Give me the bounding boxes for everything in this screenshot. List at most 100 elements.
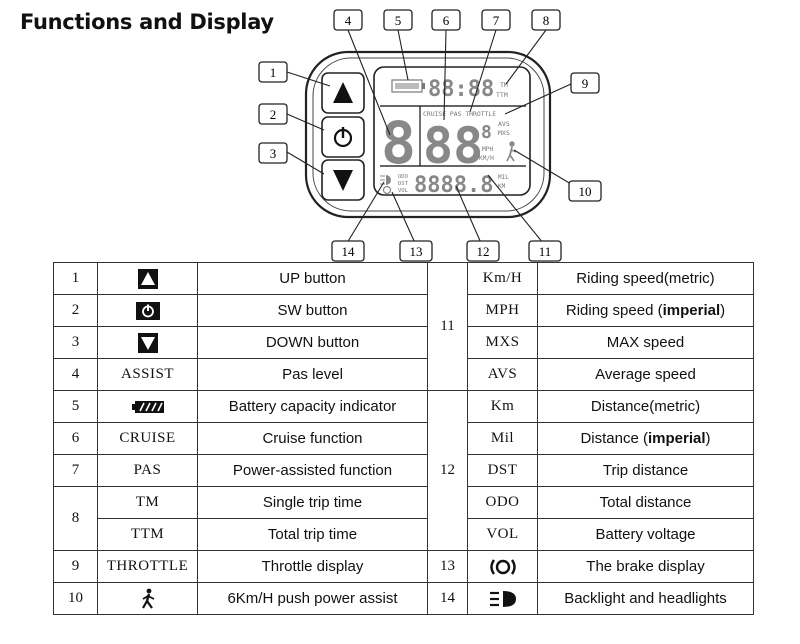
- left-code: ASSIST: [97, 358, 198, 391]
- callout-5: 5: [383, 9, 413, 31]
- battery-icon: [131, 400, 164, 413]
- lcd-mph: MPH: [482, 146, 493, 153]
- left-icon-cell: [97, 262, 198, 295]
- callout-13-label: 13: [410, 244, 423, 259]
- callout-9-label: 9: [582, 76, 589, 91]
- callout-8-label: 8: [543, 13, 550, 28]
- right-desc: Distance(metric): [537, 390, 754, 423]
- down-triangle-icon: [137, 332, 158, 353]
- right-num: 14: [427, 582, 468, 615]
- table-row: 2 SW button MPH Riding speed (imperial): [53, 294, 754, 327]
- right-code: Km: [467, 390, 538, 423]
- lcd-battery-icon: [391, 79, 425, 93]
- right-code: DST: [467, 454, 538, 487]
- right-desc: Riding speed (imperial): [537, 294, 754, 327]
- left-icon-cell: [97, 326, 198, 359]
- lcd-distance: 8888.8: [414, 173, 493, 198]
- callout-2-label: 2: [270, 107, 277, 122]
- callout-8: 8: [531, 9, 561, 31]
- right-desc: The brake display: [537, 550, 754, 583]
- callout-2: 2: [258, 103, 288, 125]
- lcd-avs: AVS: [498, 120, 510, 128]
- right-icon-cell: [467, 582, 538, 615]
- right-num: 13: [427, 550, 468, 583]
- lcd-clock: 88:88: [428, 77, 494, 102]
- right-code: ODO: [467, 486, 538, 519]
- lcd-dst: DST: [398, 181, 409, 187]
- left-code: THROTTLE: [97, 550, 198, 583]
- left-desc: UP button: [197, 262, 428, 295]
- callout-12-label: 12: [477, 244, 490, 259]
- left-desc: Battery capacity indicator: [197, 390, 428, 423]
- right-desc: Trip distance: [537, 454, 754, 487]
- left-num: 2: [53, 294, 98, 327]
- callout-9: 9: [570, 72, 600, 94]
- table-row: 10 6Km/H push power assist 14 Backlight …: [53, 582, 754, 615]
- left-num: 5: [53, 390, 98, 423]
- right-desc: Riding speed(metric): [537, 262, 754, 295]
- left-desc: 6Km/H push power assist: [197, 582, 428, 615]
- table-row: 4 ASSIST Pas level AVS Average speed: [53, 358, 754, 391]
- callout-11-label: 11: [539, 244, 552, 259]
- lcd-headlight-icon: [380, 175, 391, 185]
- up-triangle-icon: [333, 82, 353, 103]
- right-num: 11: [427, 262, 468, 391]
- callout-6-label: 6: [443, 13, 450, 28]
- left-desc: Cruise function: [197, 422, 428, 455]
- lcd-vol: VOL: [398, 188, 409, 194]
- right-desc: Battery voltage: [537, 518, 754, 551]
- desc-post: ): [705, 430, 711, 447]
- callout-4: 4: [333, 9, 363, 31]
- left-num: 10: [53, 582, 98, 615]
- table-row: TTM Total trip time VOL Battery voltage: [54, 518, 754, 551]
- left-desc: Power-assisted function: [197, 454, 428, 487]
- lcd-odo: ODO: [398, 174, 408, 180]
- right-desc: Total distance: [537, 486, 754, 519]
- right-desc: Distance (imperial): [537, 422, 754, 455]
- right-num: 12: [427, 390, 468, 551]
- lcd-speed-small: 8: [481, 122, 492, 143]
- up-triangle-icon: [137, 268, 158, 289]
- callout-1-label: 1: [270, 65, 277, 80]
- callout-3-label: 3: [270, 146, 277, 161]
- right-desc: Backlight and headlights: [537, 582, 754, 615]
- left-icon-cell: [97, 582, 198, 615]
- left-desc: DOWN button: [197, 326, 428, 359]
- down-triangle-icon: [333, 170, 353, 191]
- lcd-mil: MIL: [498, 174, 509, 181]
- right-code: Km/H: [467, 262, 538, 295]
- left-num: 9: [53, 550, 98, 583]
- lcd-mxs: MXS: [498, 129, 510, 137]
- right-code: VOL: [467, 518, 538, 551]
- walking-person-icon: [141, 588, 154, 609]
- right-code: AVS: [467, 358, 538, 391]
- display-diagram: 88:88 TM TTM CRUISE PAS THROTTLE 8 88 8 …: [258, 9, 602, 262]
- lcd-ttm: TTM: [496, 91, 508, 99]
- callout-10-label: 10: [579, 184, 592, 199]
- desc-pre: Distance (: [580, 430, 648, 447]
- lcd-window: [373, 66, 531, 196]
- left-desc: Throttle display: [197, 550, 428, 583]
- left-icon-cell: [97, 390, 198, 423]
- right-desc: Average speed: [537, 358, 754, 391]
- callout-1: 1: [258, 61, 288, 83]
- desc-strong: imperial: [662, 302, 721, 319]
- callout-13: 13: [399, 240, 433, 262]
- lcd-brake-icon: [382, 185, 392, 195]
- left-code: CRUISE: [97, 422, 198, 455]
- desc-pre: Riding speed (: [565, 302, 663, 319]
- table-row: 6 CRUISE Cruise function Mil Distance (i…: [53, 422, 754, 455]
- left-desc: Single trip time: [197, 486, 428, 519]
- callout-4-label: 4: [345, 13, 352, 28]
- display-housing-inner: [312, 57, 545, 212]
- left-num: 1: [53, 262, 98, 295]
- table-row: 9 THROTTLE Throttle display 13 The brake…: [53, 550, 754, 583]
- table-row: 1 UP button 11 Km/H Riding speed(metric): [53, 262, 754, 391]
- left-code: TM: [97, 486, 198, 519]
- lcd-tm: TM: [500, 81, 508, 89]
- right-desc: MAX speed: [537, 326, 754, 359]
- left-icon-cell: [97, 294, 198, 327]
- table-row: 7 PAS Power-assisted function DST Trip d…: [53, 454, 754, 487]
- desc-post: ): [720, 302, 726, 319]
- brake-icon: [489, 558, 516, 575]
